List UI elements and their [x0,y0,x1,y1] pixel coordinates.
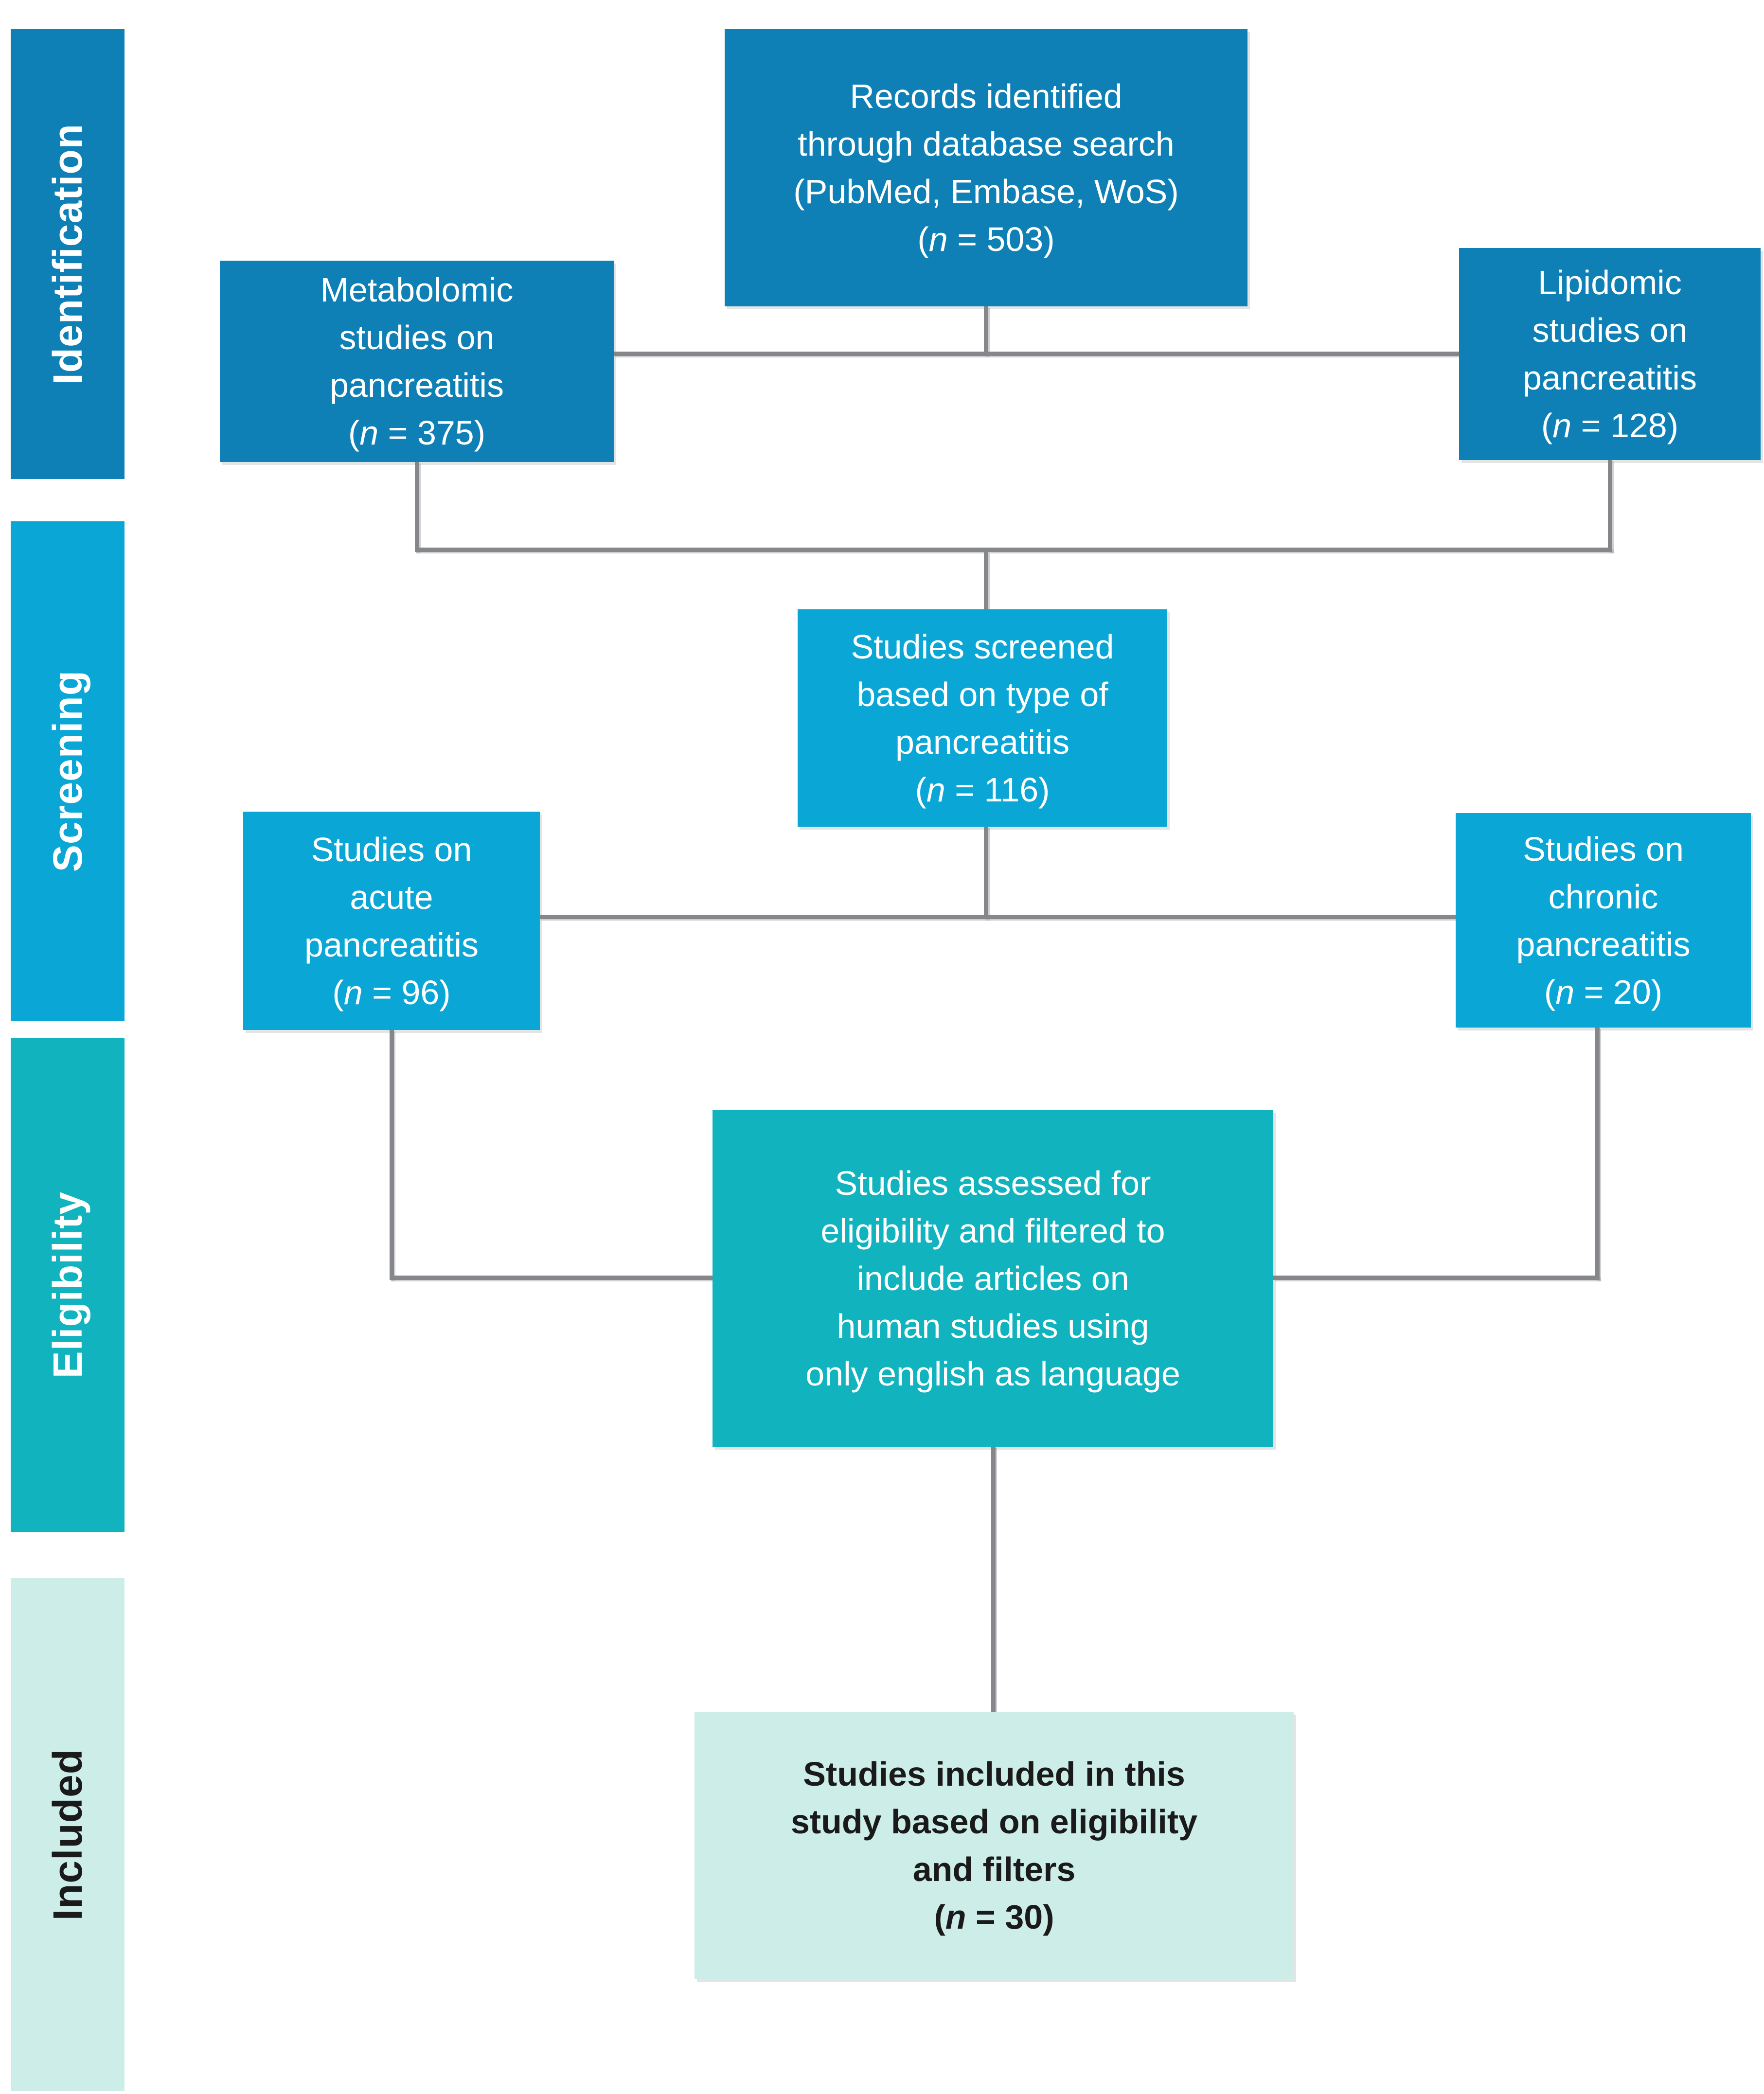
stage-label-identification: Identification [44,124,90,385]
box-assessed-eligibility: Studies assessed for eligibility and fil… [713,1110,1273,1447]
stage-bar-eligibility: Eligibility [11,1038,125,1532]
connector-acute-down [390,1030,394,1280]
stage-bar-included: Included [11,1578,125,2091]
stage-label-eligibility: Eligibility [44,1191,90,1379]
box-lipidomic-text: Lipidomic studies on pancreatitis [1523,264,1697,397]
box-acute-count: (n = 96) [332,973,451,1012]
box-records-identified: Records identified through database sear… [725,29,1247,306]
stage-bar-screening: Screening [11,521,125,1021]
box-metabolomic-studies: Metabolomic studies on pancreatitis (n =… [220,261,614,462]
box-metabolomic-text: Metabolomic studies on pancreatitis [320,271,514,404]
connector-gather-horizontal [415,548,1612,552]
connector-acute-elbow-horizontal [390,1276,713,1280]
connector-identification-horizontal [614,352,1459,356]
stage-label-included: Included [44,1748,90,1921]
connector-chronic-down [1595,1028,1600,1280]
connector-screening-split-horizontal [540,915,1456,919]
connector-to-screened-down [984,552,988,609]
box-studies-included: Studies included in this study based on … [695,1712,1294,1979]
box-acute-text: Studies on acute pancreatitis [304,830,479,964]
box-included-text: Studies included in this study based on … [790,1755,1198,1888]
connector-chronic-elbow-horizontal [1273,1276,1600,1280]
box-studies-screened: Studies screened based on type of pancre… [798,609,1167,827]
box-eligibility-text: Studies assessed for eligibility and fil… [805,1164,1180,1393]
box-chronic-pancreatitis: Studies on chronic pancreatitis (n = 20) [1456,813,1751,1028]
box-records-count: (n = 503) [917,220,1055,258]
box-screened-text: Studies screened based on type of pancre… [851,627,1114,761]
box-included-count: (n = 30) [934,1898,1054,1936]
box-lipidomic-studies: Lipidomic studies on pancreatitis (n = 1… [1459,248,1761,460]
box-acute-pancreatitis: Studies on acute pancreatitis (n = 96) [243,812,540,1030]
connector-lipidomic-down [1608,460,1612,552]
connector-screened-down-stub [984,827,988,919]
box-chronic-count: (n = 20) [1544,973,1663,1011]
box-metabolomic-count: (n = 375) [348,414,486,452]
connector-metabolomic-down [415,462,419,552]
box-lipidomic-count: (n = 128) [1541,407,1679,444]
box-chronic-text: Studies on chronic pancreatitis [1516,830,1691,963]
connector-eligibility-to-included [991,1447,996,1712]
stage-label-screening: Screening [44,670,90,872]
box-records-text: Records identified through database sear… [793,77,1179,211]
box-screened-count: (n = 116) [915,770,1050,809]
stage-bar-identification: Identification [11,29,125,479]
connector-records-down-stub [984,306,988,355]
